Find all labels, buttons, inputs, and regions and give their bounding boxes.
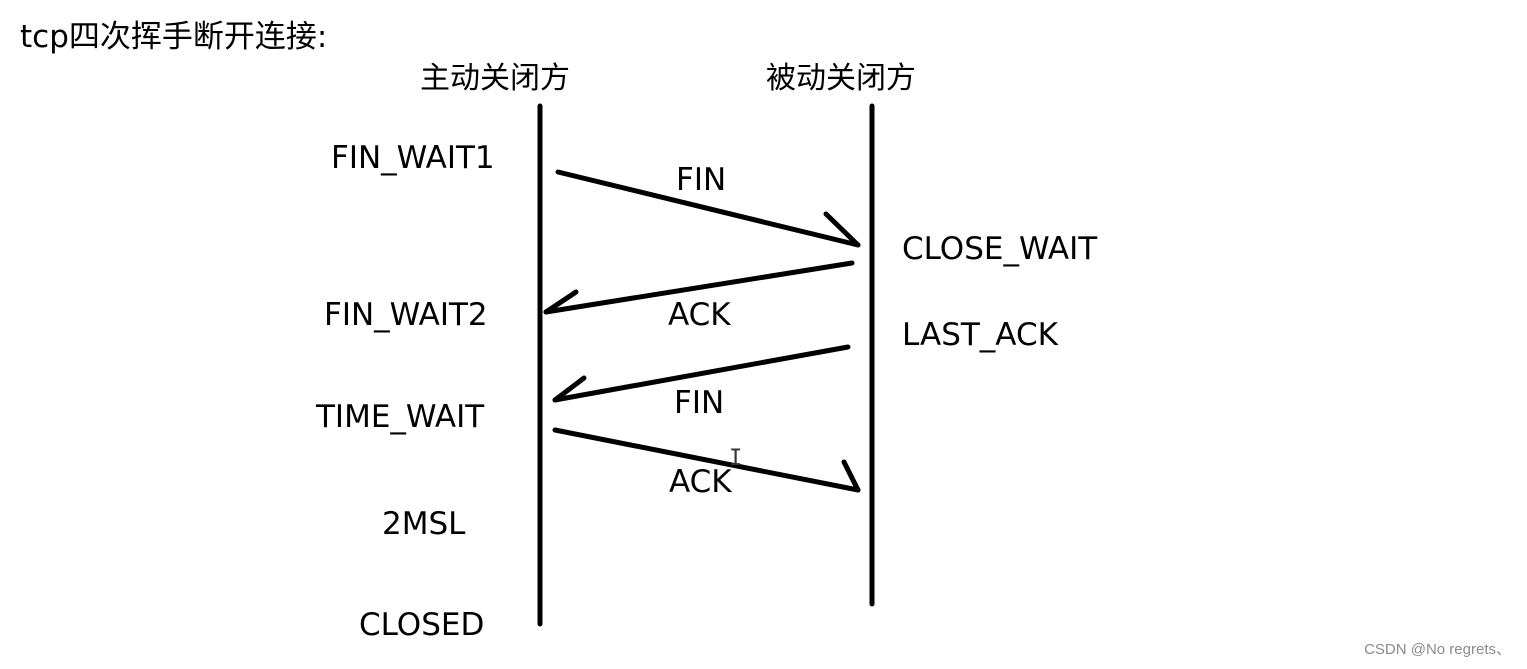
column-head-passive-close: 被动关闭方 — [766, 61, 916, 96]
message-label-ack-2: ACK — [669, 464, 732, 500]
state-close-wait: CLOSE_WAIT — [902, 231, 1098, 267]
state-fin-wait1: FIN_WAIT1 — [331, 140, 495, 176]
arrow-ack-1 — [543, 260, 855, 315]
arrow-fin-1 — [555, 169, 861, 248]
state-closed: CLOSED — [359, 607, 485, 643]
state-fin-wait2: FIN_WAIT2 — [324, 297, 488, 333]
message-label-fin-1: FIN — [676, 162, 727, 198]
state-time-wait: TIME_WAIT — [316, 399, 485, 435]
watermark: CSDN @No regrets、 — [1364, 641, 1511, 658]
arrow-ack-2 — [552, 427, 861, 493]
text-cursor-icon: I — [729, 446, 743, 471]
column-head-active-close: 主动关闭方 — [420, 61, 570, 96]
state-last-ack: LAST_ACK — [902, 317, 1058, 353]
message-label-ack-1: ACK — [668, 297, 731, 333]
state-2msl: 2MSL — [382, 506, 466, 542]
message-label-fin-2: FIN — [674, 385, 725, 421]
arrow-fin-2 — [552, 344, 851, 403]
page-title: tcp四次挥手断开连接: — [20, 19, 328, 55]
